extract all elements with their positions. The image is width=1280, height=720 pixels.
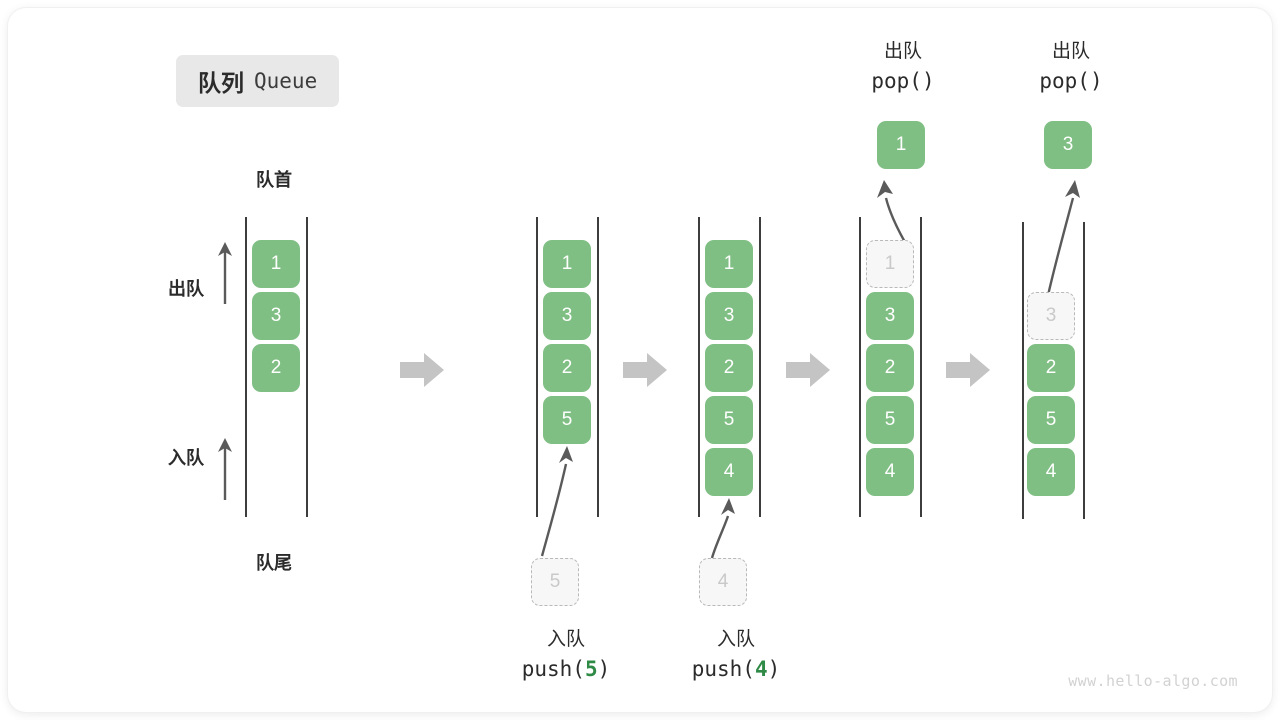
queue-rail-right-col4 [920,217,922,517]
queue-cell: 1 [543,240,591,288]
popped-cell: 1 [877,121,925,169]
removed-ghost-cell: 1 [866,240,914,288]
queue-cell: 1 [705,240,753,288]
queue-rail-right-col1 [306,217,308,517]
queue-cell: 4 [1027,448,1075,496]
queue-cell: 5 [866,396,914,444]
queue-rail-left-col5 [1022,222,1024,519]
queue-cell: 3 [866,292,914,340]
op-label-cn: 入队 [716,629,755,650]
op-label-cn: 出队 [883,41,922,62]
push-curved-arrow-icon [540,446,573,557]
step-arrow-icon [786,353,830,387]
popped-cell: 3 [1044,121,1092,169]
queue-cell: 1 [252,240,300,288]
step-arrow-icon [623,353,667,387]
label-queue-tail: 队尾 [256,553,292,573]
op-label-pop-3: 出队 pop() [976,38,1166,96]
queue-cell-new: 4 [705,448,753,496]
queue-cell: 3 [705,292,753,340]
op-label-code: pop() [871,68,935,93]
queue-rail-left-col1 [245,217,247,517]
queue-cell: 2 [705,344,753,392]
pop-curved-arrow-icon [1045,180,1080,301]
queue-rail-right-col2 [597,217,599,517]
push-curved-arrow-icon [710,498,735,559]
dequeue-up-arrow-icon [218,242,232,304]
title-chip: 队列 Queue [176,55,340,107]
queue-cell-new: 5 [543,396,591,444]
enqueue-up-arrow-icon [218,438,232,500]
queue-cell: 3 [252,292,300,340]
queue-rail-right-col5 [1083,222,1085,519]
queue-rail-right-col3 [759,217,761,517]
op-label-push-5: 入队 push(5) [471,626,661,684]
op-label-code: push(5) [521,656,611,681]
title-cn: 队列 [198,70,244,96]
incoming-ghost-cell: 4 [699,558,747,606]
queue-cell: 5 [705,396,753,444]
queue-cell: 2 [252,344,300,392]
incoming-ghost-cell: 5 [531,558,579,606]
op-label-pop-1: 出队 pop() [808,38,998,96]
pop-curved-arrow-icon [877,180,908,245]
queue-cell: 3 [543,292,591,340]
label-enqueue: 入队 [168,448,204,468]
queue-cell: 2 [866,344,914,392]
diagram-card: 队列 Queue 队首 队尾 1 3 2 出队 入队 1 3 2 5 5 入队 … [8,8,1272,712]
op-label-cn: 入队 [546,629,585,650]
queue-rail-left-col3 [698,217,700,517]
step-arrow-icon [946,353,990,387]
op-label-code: pop() [1039,68,1103,93]
label-dequeue: 出队 [168,279,204,299]
title-en: Queue [254,69,318,93]
queue-rail-left-col4 [859,217,861,517]
queue-cell: 2 [1027,344,1075,392]
queue-cell: 5 [1027,396,1075,444]
queue-rail-left-col2 [536,217,538,517]
op-label-cn: 出队 [1051,41,1090,62]
op-label-push-4: 入队 push(4) [641,626,831,684]
label-queue-head: 队首 [256,170,292,190]
queue-cell: 2 [543,344,591,392]
queue-cell: 4 [866,448,914,496]
op-label-code: push(4) [691,656,781,681]
watermark: www.hello-algo.com [1068,672,1238,690]
step-arrow-icon [400,353,444,387]
removed-ghost-cell: 3 [1027,292,1075,340]
